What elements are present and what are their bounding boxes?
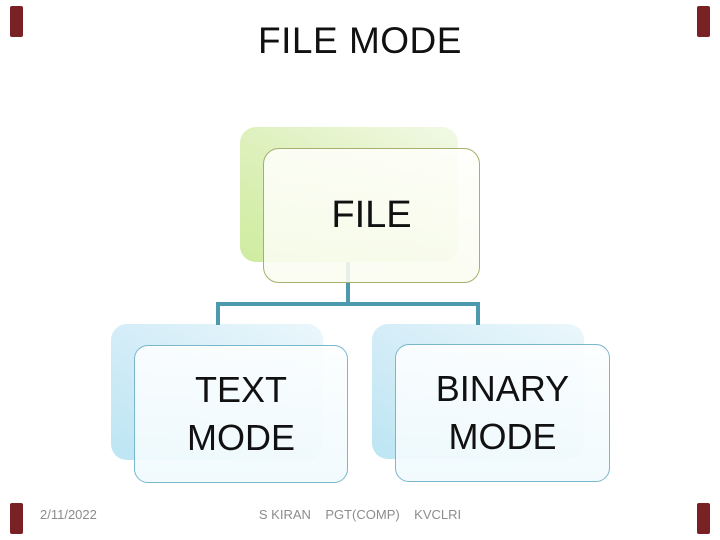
- corner-mark-bottom-right: [697, 503, 710, 534]
- connector-right-drop: [476, 302, 480, 325]
- corner-mark-top-left: [10, 6, 23, 37]
- corner-mark-bottom-left: [10, 503, 23, 534]
- node-file: FILE: [263, 148, 480, 283]
- footer-credit: S KIRAN PGT(COMP) KVCLRI: [258, 507, 462, 522]
- connector-left-drop: [216, 302, 220, 325]
- node-text-mode: TEXT MODE: [134, 345, 348, 483]
- node-binary-mode-label: BINARY MODE: [435, 368, 570, 457]
- footer-date: 2/11/2022: [40, 507, 97, 522]
- node-file-label: FILE: [331, 194, 412, 236]
- corner-mark-top-right: [697, 6, 710, 37]
- connector-horizontal: [216, 302, 480, 306]
- slide-title: FILE MODE: [258, 20, 462, 61]
- node-text-mode-label: TEXT MODE: [187, 369, 295, 458]
- node-binary-mode: BINARY MODE: [395, 344, 610, 482]
